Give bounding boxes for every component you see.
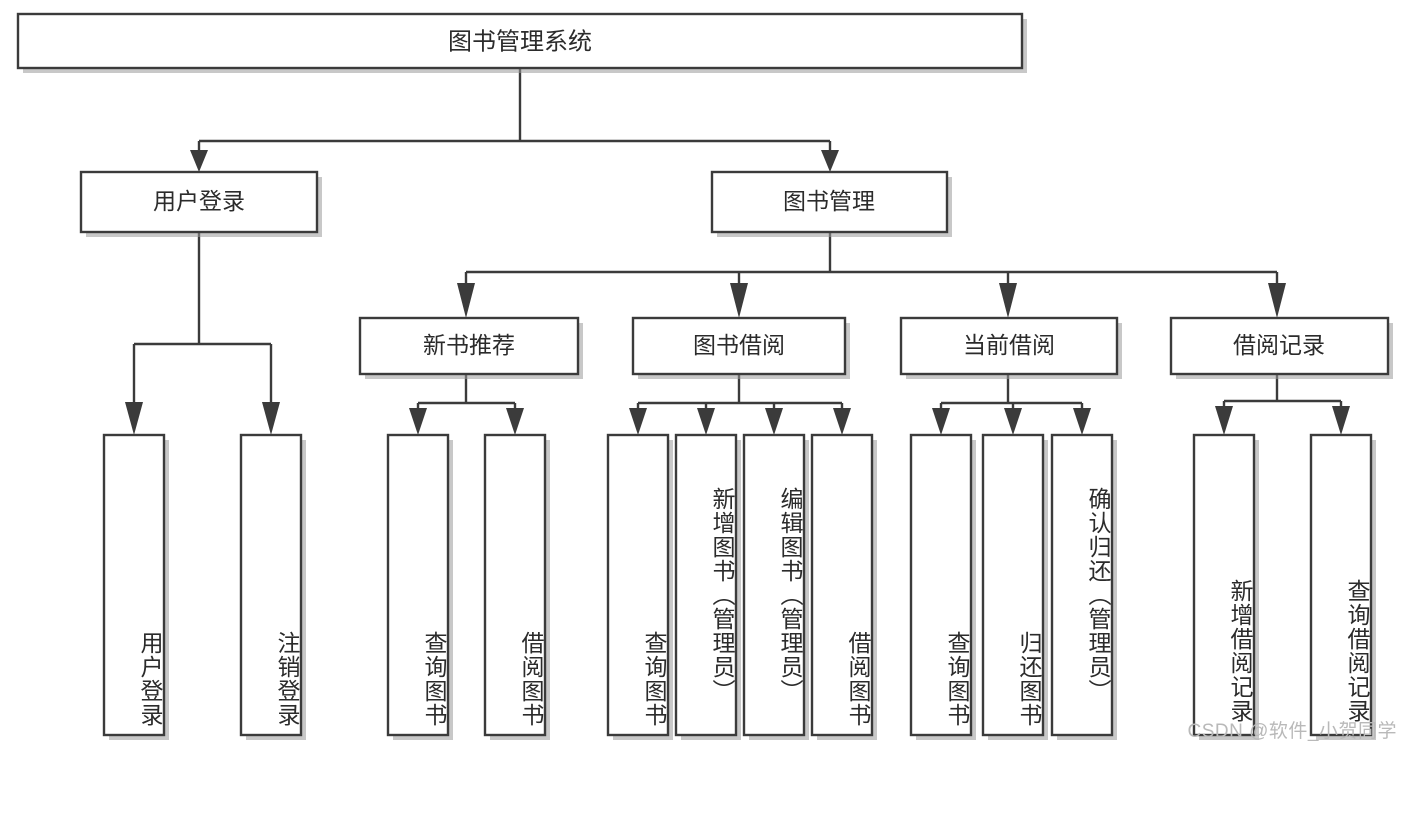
connector-group-current-borrow — [932, 374, 1091, 435]
leaf-box[interactable] — [1309, 433, 1373, 737]
node-root-label: 图书管理系统 — [448, 28, 592, 55]
arrow-head-leaf-user-login — [125, 402, 143, 435]
arrow-head-leaf-query-book-2 — [629, 408, 647, 435]
leaf-box[interactable] — [1050, 433, 1114, 737]
leaf-box[interactable] — [742, 433, 806, 737]
node-new-book-recommend-label: 新书推荐 — [423, 332, 515, 358]
node-user-login[interactable]: 用户登录 — [79, 170, 322, 237]
node-borrow-record[interactable]: 借阅记录 — [1169, 316, 1393, 379]
leaf-box[interactable] — [239, 433, 303, 737]
leaf-box-group — [102, 433, 1376, 740]
node-current-borrow[interactable]: 当前借阅 — [899, 316, 1122, 379]
leaf-box[interactable] — [102, 433, 166, 737]
arrow-head-user-login — [190, 150, 208, 172]
arrow-head-leaf-query-book-3 — [932, 408, 950, 435]
arrow-head-leaf-query-record — [1332, 406, 1350, 435]
leaf-box[interactable] — [810, 433, 874, 737]
arrow-head-leaf-add-record — [1215, 406, 1233, 435]
node-current-borrow-label: 当前借阅 — [963, 332, 1055, 358]
node-book-management-label: 图书管理 — [783, 188, 875, 214]
arrow-head-book-mgmt — [821, 150, 839, 172]
arrow-head-leaf-edit-book — [765, 408, 783, 435]
node-borrow-record-label: 借阅记录 — [1233, 332, 1325, 358]
node-new-book-recommend[interactable]: 新书推荐 — [358, 316, 583, 379]
watermark: CSDN @软件_小贺同学 — [1187, 721, 1397, 742]
arrow-head-borrow-record — [1268, 283, 1286, 318]
arrow-head-leaf-logout — [262, 402, 280, 435]
diagram-canvas: 图书管理系统 用户登录 图书管理 新书推荐 图书借阅 当前借阅 — [16, 12, 1397, 742]
leaf-box[interactable] — [674, 433, 738, 737]
leaf-box[interactable] — [386, 433, 450, 737]
leaf-box[interactable] — [606, 433, 670, 737]
arrow-head-leaf-confirm-return — [1073, 408, 1091, 435]
connector-group-borrow-record — [1215, 374, 1350, 435]
connector-group-book-borrow — [629, 374, 851, 435]
node-user-login-label: 用户登录 — [153, 188, 245, 214]
arrow-head-new-book-rec — [457, 283, 475, 318]
arrow-head-current-borrow — [999, 283, 1017, 318]
arrow-head-book-borrow — [730, 283, 748, 318]
tree-diagram-svg: 图书管理系统 用户登录 图书管理 新书推荐 图书借阅 当前借阅 — [16, 12, 1393, 740]
connector-group-user-login — [125, 232, 280, 435]
node-book-borrow-label: 图书借阅 — [693, 332, 785, 358]
connector-group-book-mgmt — [457, 232, 1286, 318]
arrow-head-leaf-add-book — [697, 408, 715, 435]
node-book-borrow[interactable]: 图书借阅 — [631, 316, 850, 379]
leaf-box[interactable] — [1192, 433, 1256, 737]
node-root[interactable]: 图书管理系统 — [16, 12, 1027, 73]
connector-group-new-book-rec — [409, 374, 524, 435]
leaf-box[interactable] — [909, 433, 973, 737]
leaf-box[interactable] — [483, 433, 547, 737]
connector-group-root — [190, 68, 839, 172]
arrow-head-leaf-query-book-1 — [409, 408, 427, 435]
arrow-head-leaf-borrow-book-2 — [833, 408, 851, 435]
arrow-head-leaf-return-book — [1004, 408, 1022, 435]
leaf-box[interactable] — [981, 433, 1045, 737]
node-book-management[interactable]: 图书管理 — [710, 170, 952, 237]
arrow-head-leaf-borrow-book-1 — [506, 408, 524, 435]
